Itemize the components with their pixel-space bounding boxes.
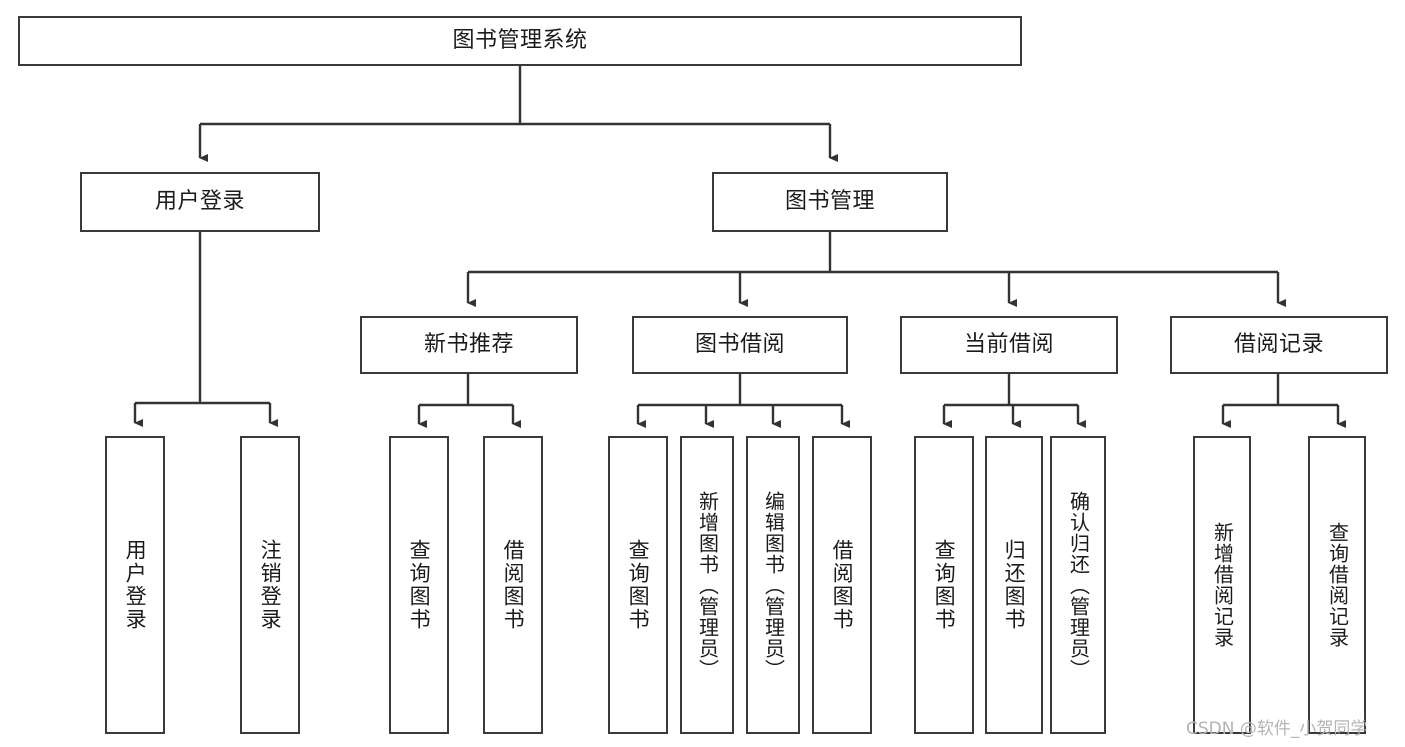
node-label: 查询图书 [407,539,432,631]
leaf-user-login-login[interactable]: 用户登录 [105,436,165,734]
node-label: 查询图书 [626,539,651,631]
node-current-borrow[interactable]: 当前借阅 [900,316,1118,374]
node-user-login[interactable]: 用户登录 [80,172,320,232]
node-label: 确认归还（管理员） [1066,490,1091,680]
leaf-borrow-records-add[interactable]: 新增借阅记录 [1193,436,1251,734]
node-book-borrow[interactable]: 图书借阅 [632,316,848,374]
leaf-current-borrow-return[interactable]: 归还图书 [985,436,1043,734]
leaf-new-book-borrow[interactable]: 借阅图书 [483,436,543,734]
leaf-borrow-records-query[interactable]: 查询借阅记录 [1308,436,1366,734]
node-label: 用户登录 [154,188,245,214]
node-label: 注销登录 [258,539,283,631]
leaf-book-borrow-add[interactable]: 新增图书（管理员） [680,436,734,734]
node-label: 图书管理 [784,188,875,214]
node-label: 图书借阅 [694,331,785,357]
node-label: 借阅图书 [830,539,855,631]
node-label: 新增图书（管理员） [695,490,720,680]
node-label: 借阅记录 [1233,331,1324,357]
leaf-book-borrow-borrow[interactable]: 借阅图书 [812,436,872,734]
node-label: 查询图书 [932,539,957,631]
leaf-book-borrow-query[interactable]: 查询图书 [608,436,668,734]
node-label: 借阅图书 [501,539,526,631]
node-label: 新增借阅记录 [1210,522,1235,648]
node-label: 图书管理系统 [452,27,588,53]
node-book-management[interactable]: 图书管理 [712,172,948,232]
leaf-current-borrow-confirm-return[interactable]: 确认归还（管理员） [1050,436,1106,734]
leaf-user-login-logout[interactable]: 注销登录 [240,436,300,734]
node-label: 用户登录 [123,539,148,631]
node-label: 当前借阅 [963,331,1054,357]
node-root-book-management-system[interactable]: 图书管理系统 [18,16,1022,66]
leaf-new-book-query[interactable]: 查询图书 [389,436,449,734]
leaf-current-borrow-query[interactable]: 查询图书 [914,436,974,734]
node-new-book-recommend[interactable]: 新书推荐 [360,316,578,374]
node-label: 编辑图书（管理员） [761,490,786,680]
node-label: 新书推荐 [423,331,514,357]
node-label: 归还图书 [1002,539,1027,631]
node-label: 查询借阅记录 [1325,522,1350,648]
leaf-book-borrow-edit[interactable]: 编辑图书（管理员） [746,436,800,734]
node-borrow-records[interactable]: 借阅记录 [1170,316,1388,374]
